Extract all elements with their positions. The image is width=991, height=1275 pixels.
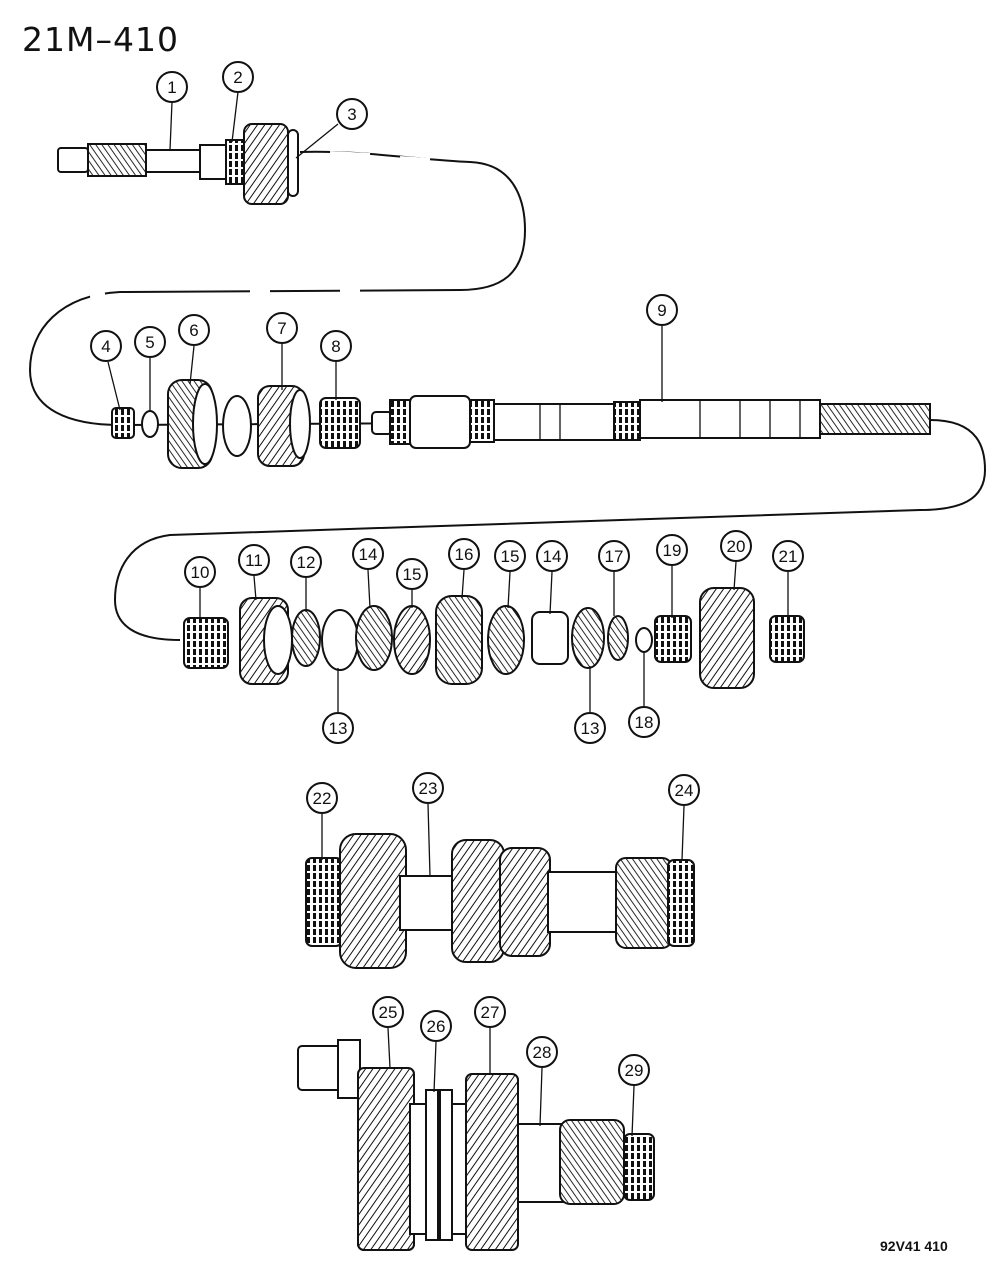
diagram-title: 21M–410 <box>22 20 179 59</box>
diagram-code: 92V41 410 <box>880 1238 948 1254</box>
callout-label: 11 <box>245 551 263 570</box>
callout-11: 11 <box>238 544 270 576</box>
callout-label: 10 <box>191 563 210 582</box>
callout-label: 12 <box>297 553 316 572</box>
callout-label: 2 <box>233 68 242 87</box>
row2-parts <box>111 379 361 469</box>
callout-18: 18 <box>628 706 660 738</box>
callout-label: 1 <box>167 78 176 97</box>
callout-9: 9 <box>646 294 678 326</box>
leader-lines <box>107 91 789 1137</box>
callout-27: 27 <box>474 996 506 1028</box>
callout-label: 4 <box>101 337 110 356</box>
callout-25: 25 <box>372 996 404 1028</box>
callouts: 1 2 3 4 5 6 7 8 9 10 11 12 13 14 15 16 1… <box>90 61 804 1086</box>
callout-label: 7 <box>277 319 286 338</box>
callout-label: 26 <box>427 1017 446 1036</box>
callout-label: 14 <box>543 547 562 566</box>
callout-label: 17 <box>605 547 624 566</box>
callout-15b: 15 <box>494 540 526 572</box>
callout-label: 20 <box>727 537 746 556</box>
assembly-path-line <box>28 150 987 641</box>
callout-1: 1 <box>156 71 188 103</box>
callout-label: 15 <box>403 565 422 584</box>
output-gear-assembly <box>297 1039 655 1251</box>
callout-label: 6 <box>189 321 198 340</box>
callout-label: 13 <box>581 719 600 738</box>
callout-5: 5 <box>134 326 166 358</box>
callout-21: 21 <box>772 540 804 572</box>
callout-label: 28 <box>533 1043 552 1062</box>
callout-label: 8 <box>331 337 340 356</box>
row3-parts <box>183 587 805 689</box>
callout-20: 20 <box>720 530 752 562</box>
callout-14b: 14 <box>536 540 568 572</box>
callout-label: 25 <box>379 1003 398 1022</box>
callout-13a: 13 <box>322 712 354 744</box>
cluster-gear <box>305 833 695 969</box>
callout-label: 13 <box>329 719 348 738</box>
callout-6: 6 <box>178 314 210 346</box>
callout-15a: 15 <box>396 558 428 590</box>
callout-label: 21 <box>779 547 798 566</box>
callout-label: 19 <box>663 541 682 560</box>
callout-10: 10 <box>184 556 216 588</box>
callout-label: 16 <box>455 545 474 564</box>
callout-13b: 13 <box>574 712 606 744</box>
callout-16: 16 <box>448 538 480 570</box>
callout-7: 7 <box>266 312 298 344</box>
callout-24: 24 <box>668 774 700 806</box>
callout-22: 22 <box>306 782 338 814</box>
callout-label: 23 <box>419 779 438 798</box>
callout-14a: 14 <box>352 538 384 570</box>
callout-26: 26 <box>420 1010 452 1042</box>
callout-28: 28 <box>526 1036 558 1068</box>
callout-label: 14 <box>359 545 378 564</box>
callout-label: 24 <box>675 781 694 800</box>
callout-17: 17 <box>598 540 630 572</box>
callout-2: 2 <box>222 61 254 93</box>
main-shaft <box>371 395 931 449</box>
callout-8: 8 <box>320 330 352 362</box>
callout-label: 3 <box>347 105 356 124</box>
callout-label: 22 <box>313 789 332 808</box>
callout-label: 18 <box>635 713 654 732</box>
callout-23: 23 <box>412 772 444 804</box>
callout-label: 15 <box>501 547 520 566</box>
input-shaft-assembly <box>57 123 299 205</box>
callout-label: 9 <box>657 301 666 320</box>
callout-12: 12 <box>290 546 322 578</box>
callout-3: 3 <box>336 98 368 130</box>
callout-label: 29 <box>625 1061 644 1080</box>
callout-label: 27 <box>481 1003 500 1022</box>
callout-label: 5 <box>145 333 154 352</box>
callout-4: 4 <box>90 330 122 362</box>
callout-29: 29 <box>618 1054 650 1086</box>
callout-19: 19 <box>656 534 688 566</box>
